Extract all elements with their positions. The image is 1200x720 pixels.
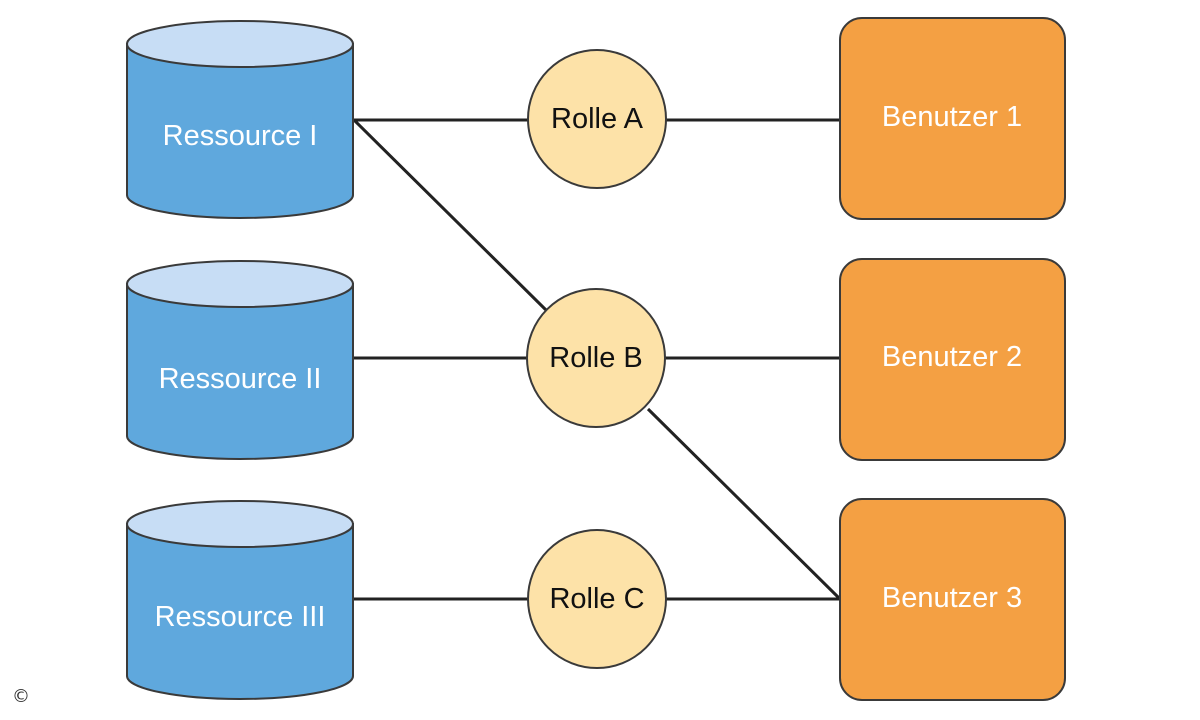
edges [352,118,842,601]
resource-label: Ressource III [155,601,326,633]
user-box-3: Benutzer 3 [839,498,1066,701]
cylinder-body [126,523,354,700]
user-box [839,498,1066,701]
role-circle [527,49,667,189]
role-circle-a: Rolle A [527,49,667,189]
cylinder-body [126,283,354,460]
role-circle-b: Rolle B [526,288,666,428]
user-label: Benutzer 3 [882,582,1022,614]
cylinder-body [126,43,354,219]
cylinder-top [126,260,354,308]
role-label: Rolle A [551,103,644,135]
role-circle-c: Rolle C [527,529,667,669]
copyright-icon: © [12,686,30,707]
cylinder-top [126,20,354,68]
role-circle [527,529,667,669]
user-box [839,258,1066,461]
user-box-1: Benutzer 1 [839,17,1066,220]
resource-label: Ressource II [159,363,322,395]
resource-cylinder-2: Ressource II [126,260,354,460]
role-label: Rolle C [549,583,644,615]
cylinder-top [126,500,354,548]
role-label: Rolle B [549,342,643,374]
user-label: Benutzer 2 [882,341,1022,373]
role-circle [526,288,666,428]
resource-label: Ressource I [163,120,318,152]
edge-roleB-user3 [646,407,842,601]
resource-cylinder-3: Ressource III [126,500,354,700]
user-box-2: Benutzer 2 [839,258,1066,461]
user-label: Benutzer 1 [882,101,1022,133]
user-box [839,17,1066,220]
edge-res1-roleB [352,118,550,314]
resource-cylinder-1: Ressource I [126,20,354,219]
